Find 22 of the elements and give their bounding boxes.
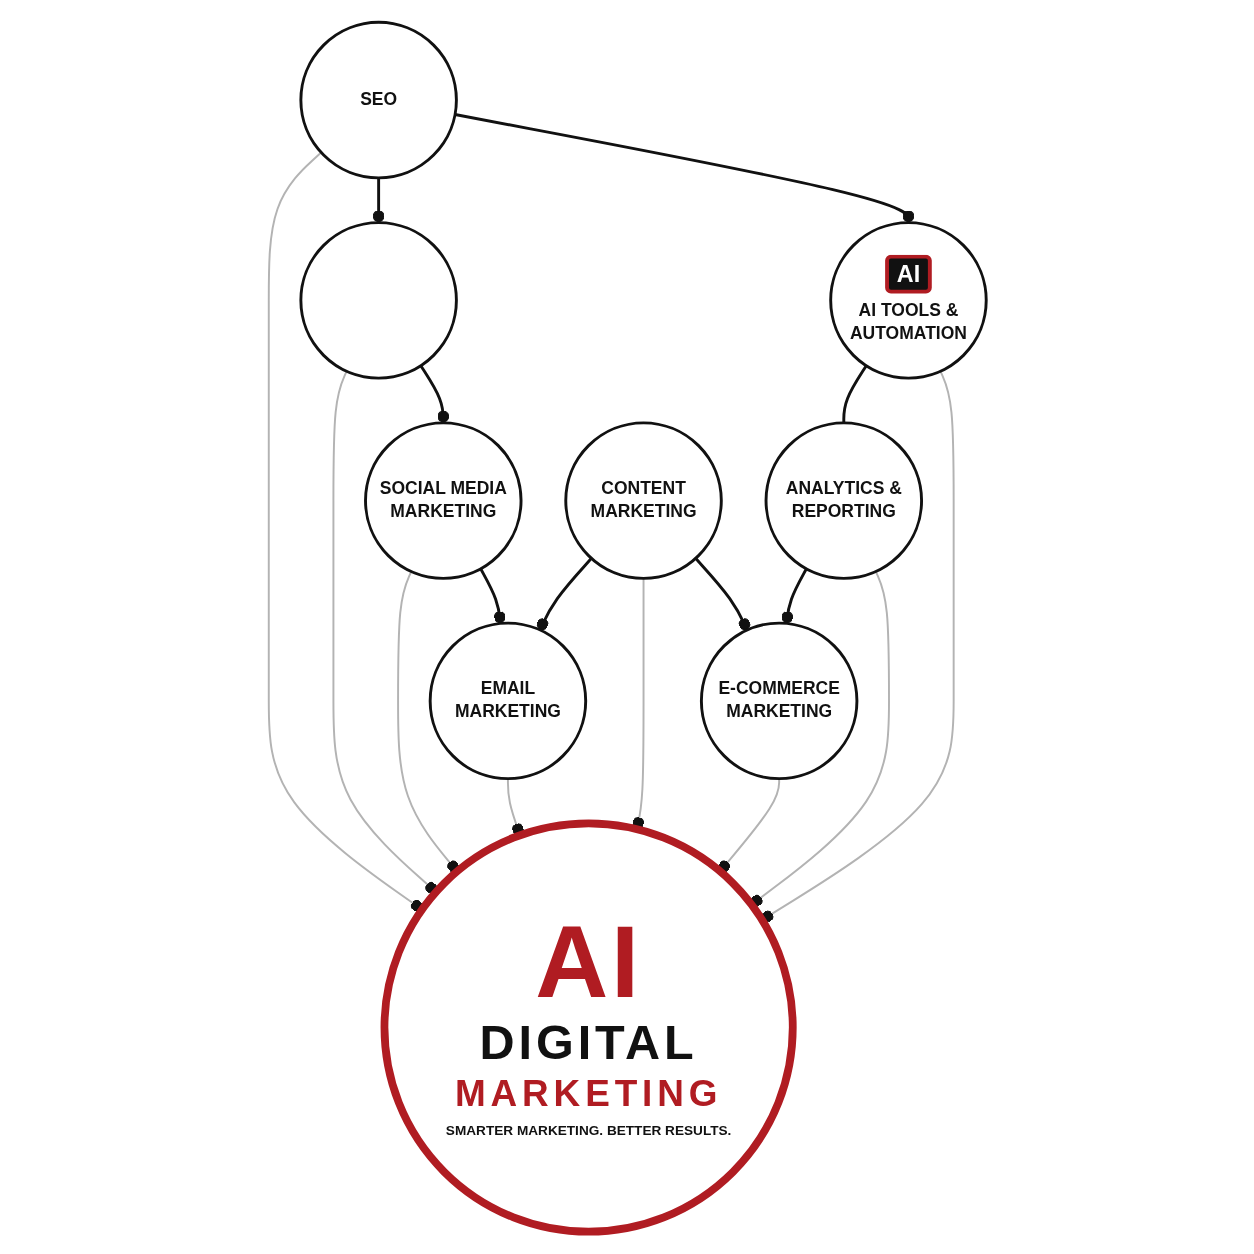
node-circle: AI DIGITAL MARKETING SMARTER MARKETING. BETTER RESULTS. [380, 819, 797, 1236]
connector [780, 568, 808, 624]
connector [396, 570, 459, 873]
node-circle: SOCIAL MEDIA MARKETING [363, 421, 522, 580]
node-circle: ANALYTICS & REPORTING [764, 421, 923, 580]
node-circle: EMAIL MARKETING [428, 621, 587, 781]
connector [331, 370, 437, 894]
connector [536, 557, 592, 631]
connector [454, 113, 914, 223]
connector [750, 570, 890, 907]
connector [694, 557, 750, 631]
connector [841, 364, 867, 423]
node-circle: E-COMMERCE MARKETING [699, 621, 858, 781]
node-circle: SEO [298, 20, 458, 180]
connector [419, 364, 449, 423]
node-circle: CONTENT MARKETING [563, 421, 723, 580]
connector [760, 370, 955, 923]
node-circle [298, 221, 458, 380]
connector [267, 151, 423, 912]
connector [372, 177, 384, 223]
node-circle: AI AI TOOLS & AUTOMATION [828, 221, 988, 380]
connector [478, 568, 506, 624]
